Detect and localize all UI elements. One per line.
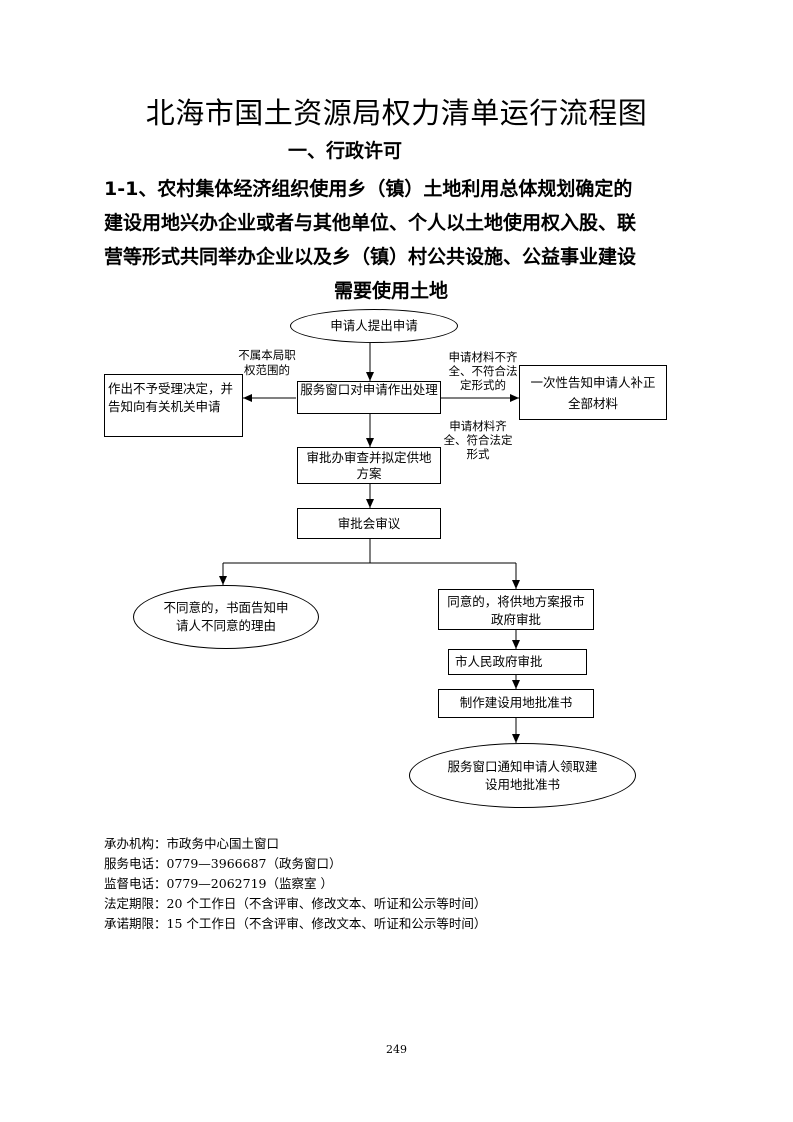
page-title: 北海市国土资源局权力清单运行流程图	[145, 96, 648, 130]
note-not-in-scope: 不属本局职权范围的	[238, 348, 296, 377]
agree-node: 同意的，将供地方案报市政府审批	[438, 589, 594, 630]
gov-approval-node: 市人民政府审批	[448, 649, 587, 675]
section-subtitle: 一、行政许可	[288, 140, 403, 162]
footer-promise-period: 承诺期限：15 个工作日（不含评审、修改文本、听证和公示等时间）	[104, 916, 487, 931]
meeting-node: 审批会审议	[297, 508, 441, 539]
meeting-node-label: 审批会审议	[337, 516, 401, 531]
make-certificate-node: 制作建设用地批准书	[438, 689, 594, 718]
start-node-label: 申请人提出申请	[330, 318, 418, 333]
heading-line-1: 1-1、农村集体经济组织使用乡（镇）土地利用总体规划确定的	[104, 178, 633, 200]
footer-agency: 承办机构：市政务中心国土窗口	[104, 836, 280, 851]
supplement-node: 一次性告知申请人补正全部材料	[519, 365, 667, 420]
agree-node-label: 同意的，将供地方案报市政府审批	[447, 594, 585, 627]
process-node: 服务窗口对申请作出处理	[297, 381, 441, 414]
reject-node-label: 作出不予受理决定，并告知向有关机关申请	[108, 381, 234, 414]
heading-line-3: 营等形式共同举办企业以及乡（镇）村公共设施、公益事业建设	[104, 246, 637, 268]
start-node: 申请人提出申请	[290, 309, 458, 343]
footer-service-phone: 服务电话：0779—3966687（政务窗口）	[104, 856, 342, 871]
heading-line-4: 需要使用土地	[334, 280, 449, 302]
reject-node: 作出不予受理决定，并告知向有关机关申请	[104, 374, 243, 437]
footer-info: 承办机构：市政务中心国土窗口 服务电话：0779—3966687（政务窗口） 监…	[104, 834, 486, 934]
disagree-node-label: 不同意的，书面告知申请人不同意的理由	[163, 600, 289, 633]
footer-supervise-phone: 监督电话：0779—2062719（监察室 ）	[104, 876, 333, 891]
make-certificate-node-label: 制作建设用地批准书	[459, 695, 573, 710]
supplement-node-label: 一次性告知申请人补正全部材料	[530, 375, 656, 411]
note-complete-materials: 申请材料齐全、符合法定形式	[443, 419, 513, 461]
process-node-label: 服务窗口对申请作出处理	[300, 382, 438, 397]
disagree-node: 不同意的，书面告知申请人不同意的理由	[133, 585, 319, 649]
notify-node-label: 服务窗口通知申请人领取建设用地批准书	[447, 758, 598, 792]
heading-line-2: 建设用地兴办企业或者与其他单位、个人以土地使用权入股、联	[104, 212, 637, 234]
footer-legal-period: 法定期限：20 个工作日（不含评审、修改文本、听证和公示等时间）	[104, 896, 487, 911]
page-number: 249	[386, 1043, 407, 1056]
note-incomplete-materials: 申请材料不齐全、不符合法定形式的	[448, 350, 518, 392]
notify-node: 服务窗口通知申请人领取建设用地批准书	[409, 743, 636, 808]
review-node: 审批办审查并拟定供地方案	[297, 447, 441, 484]
gov-approval-node-label: 市人民政府审批	[455, 654, 543, 669]
review-node-label: 审批办审查并拟定供地方案	[306, 450, 432, 481]
